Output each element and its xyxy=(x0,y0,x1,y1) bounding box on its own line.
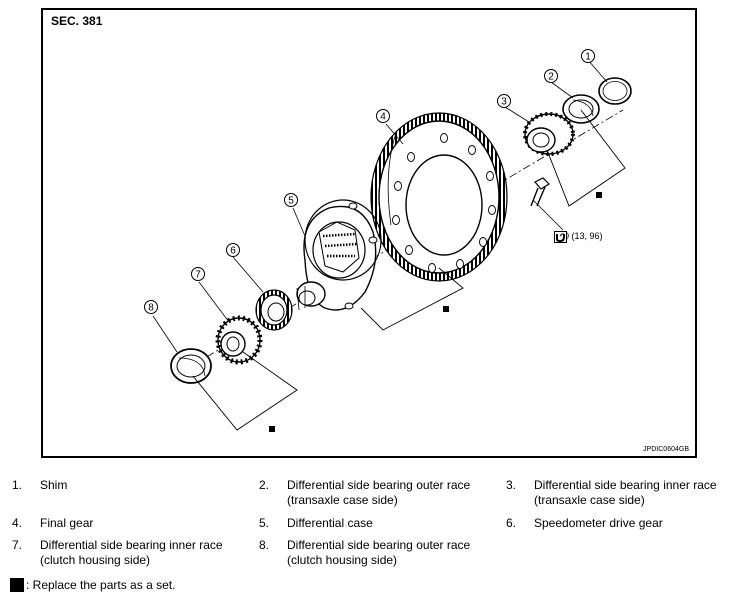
figure-code: JPDIC0604GB xyxy=(643,446,689,453)
set-marker-square xyxy=(10,578,24,592)
svg-text:5: 5 xyxy=(288,196,294,207)
shim-part xyxy=(598,77,632,105)
svg-text:3: 3 xyxy=(501,97,507,108)
svg-text:8: 8 xyxy=(148,303,154,314)
svg-text:7: 7 xyxy=(195,270,201,281)
svg-text:1: 1 xyxy=(585,52,591,63)
set-marker-upper xyxy=(596,192,602,198)
outer-race-part-2 xyxy=(562,94,600,124)
callout-6: 6 xyxy=(226,243,240,257)
callout-1: 1 xyxy=(581,49,595,63)
replace-set-note: : Replace the parts as a set. xyxy=(10,578,175,592)
speedometer-gear-part xyxy=(255,289,293,331)
callout-2: 2 xyxy=(544,69,558,83)
callout-3: 3 xyxy=(497,94,511,108)
set-marker-lower xyxy=(269,426,275,432)
svg-text:4: 4 xyxy=(380,112,386,123)
callouts: 1 2 3 4 5 6 7 8 xyxy=(144,49,595,314)
torque-spec: 130 (13, 96) xyxy=(554,231,603,243)
callout-8: 8 xyxy=(144,300,158,314)
section-title: SEC. 381 xyxy=(51,14,103,28)
final-gear-bolt xyxy=(530,177,550,207)
outer-race-part-8 xyxy=(170,348,212,384)
inner-race-part-7 xyxy=(215,315,263,365)
final-gear-part xyxy=(370,112,508,282)
differential-case-part xyxy=(296,199,382,311)
callout-5: 5 xyxy=(284,193,298,207)
set-marker-middle xyxy=(443,306,449,312)
exploded-diagram: 1 2 3 4 5 6 7 8 xyxy=(144,49,632,432)
exploded-view-figure: SEC. 381 xyxy=(41,8,697,458)
note-text: : Replace the parts as a set. xyxy=(26,578,176,592)
leader-lines xyxy=(152,59,608,353)
callout-7: 7 xyxy=(191,267,205,281)
torque-wrench-icon xyxy=(554,231,567,243)
set-bracket-upper xyxy=(546,109,626,207)
callout-4: 4 xyxy=(376,109,390,123)
svg-text:6: 6 xyxy=(230,246,236,257)
torque-value: 130 (13, 96) xyxy=(554,231,603,241)
inner-race-part-3 xyxy=(523,112,575,156)
set-bracket-middle xyxy=(360,267,464,331)
set-bracket-lower xyxy=(192,351,298,431)
svg-text:2: 2 xyxy=(548,72,554,83)
